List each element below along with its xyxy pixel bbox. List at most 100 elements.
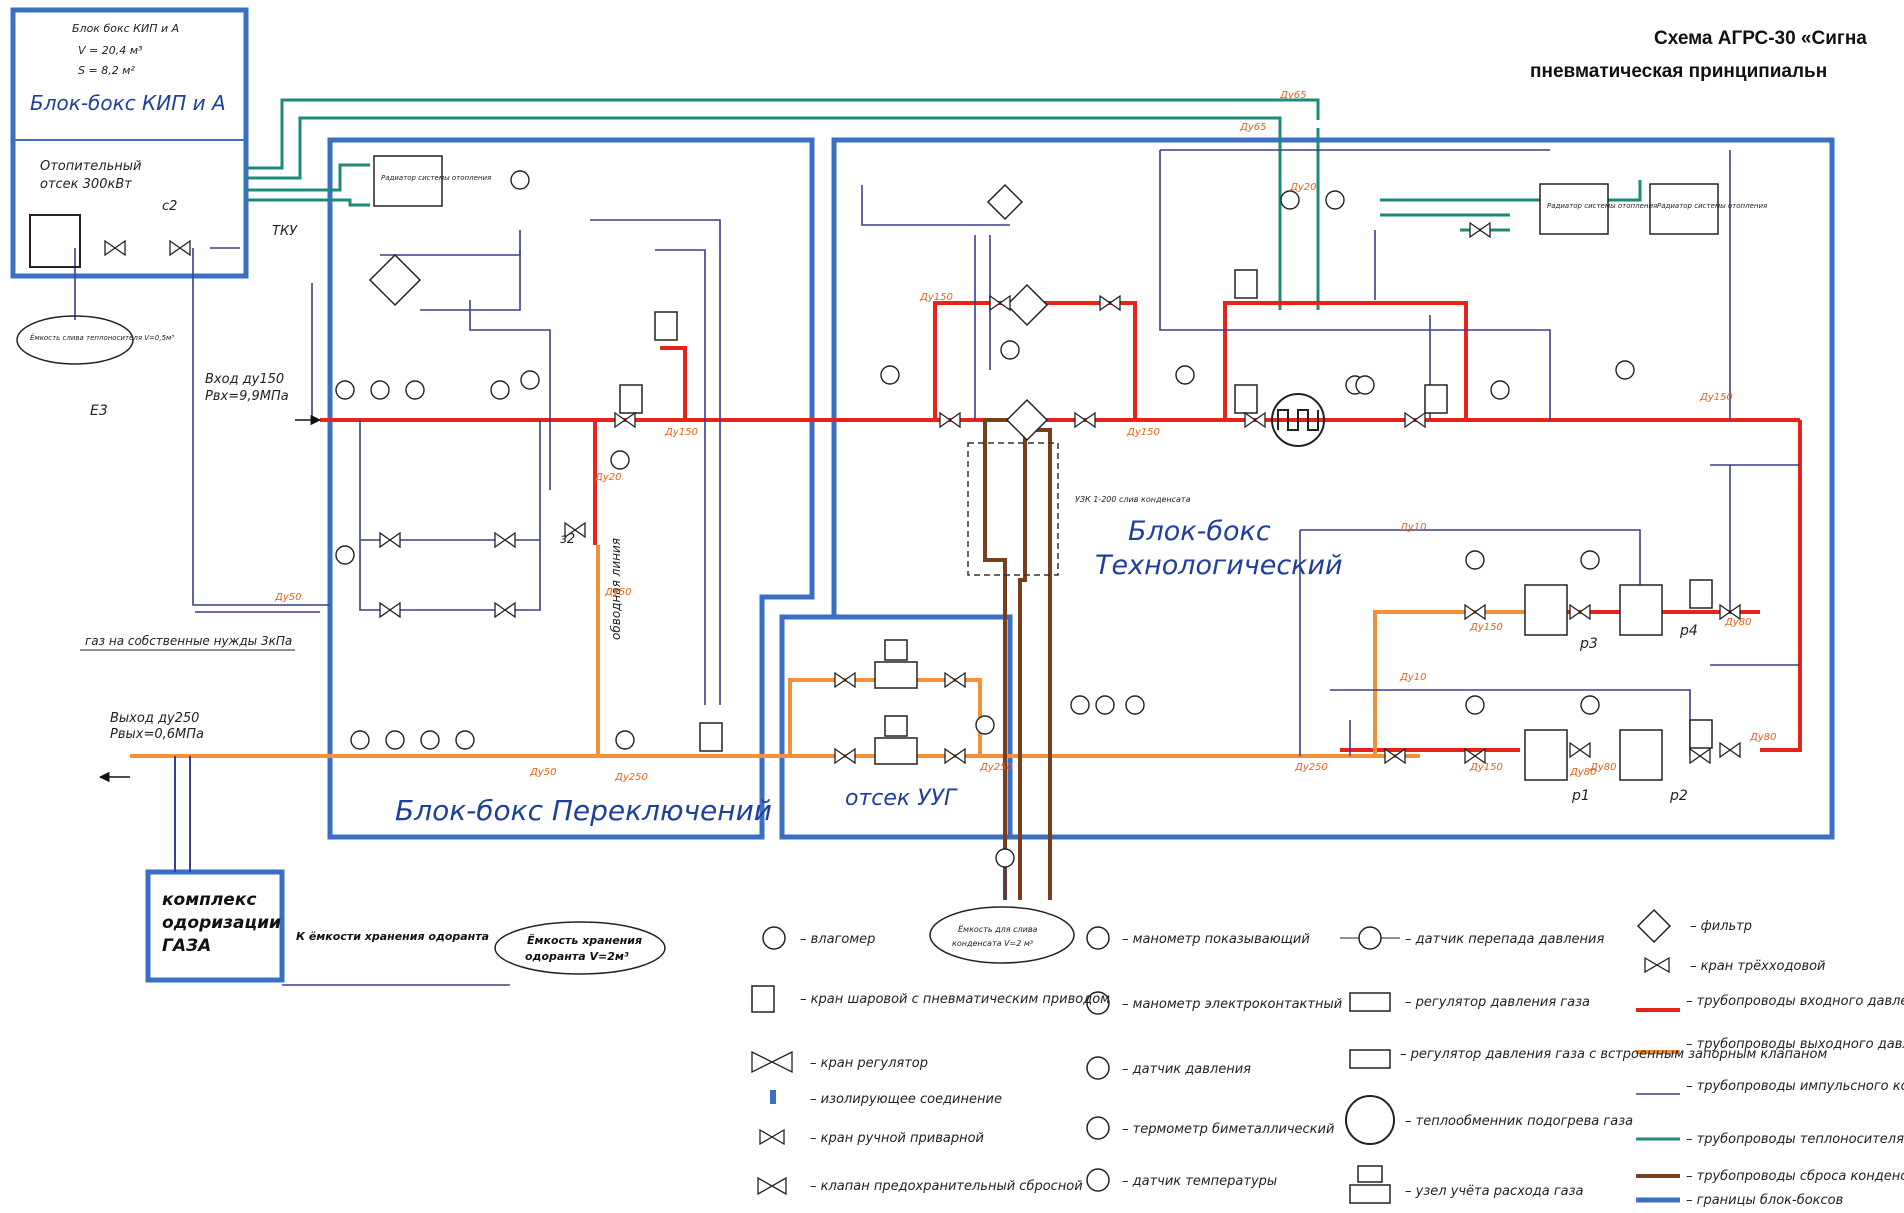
c2-label: с2 [162, 199, 177, 214]
radiator-2-label: Радиатор системы отопления [1547, 202, 1657, 210]
diff-pressure-icon [1358, 926, 1382, 950]
legend-col1-5: – клапан предохранительный сбросной [810, 1179, 1083, 1194]
valve-26 [1469, 221, 1491, 239]
instrument-22 [1580, 695, 1600, 715]
switch-box-boundary [327, 137, 815, 840]
legend-col1-0: – влагомер [800, 932, 875, 947]
block-boundaries [10, 7, 1835, 983]
instrument-6 [385, 730, 405, 750]
heat-lines [246, 98, 1642, 310]
title-line-2: пневматическая принципиальн [1530, 61, 1827, 82]
dn-label-21: Ду80 [1569, 767, 1596, 778]
valve-5 [494, 601, 516, 619]
legend-col2-1: – манометр электроконтактный [1122, 997, 1342, 1012]
odor-tank-line-1: Ёмкость хранения [527, 933, 642, 947]
instrument-12 [1000, 340, 1020, 360]
instrument-18 [1615, 360, 1635, 380]
dn-label-14: Ду20 [1289, 182, 1316, 193]
instrument-15 [1325, 190, 1345, 210]
dn-label-19: Ду80 [1589, 762, 1616, 773]
instruments [335, 170, 1635, 868]
instrument-14 [1280, 190, 1300, 210]
legend-col2-3: – термометр биметаллический [1122, 1122, 1334, 1137]
odor-complex-1: комплекс [162, 890, 256, 910]
dn-labels: Ду150Ду150Ду150Ду150Ду150Ду150Ду50Ду50Ду… [274, 90, 1776, 783]
legend-col4-7: – границы блок-боксов [1686, 1193, 1843, 1208]
kip-header-1: Блок бокс КИП и А [72, 22, 179, 35]
insulating-joint-icon [770, 1090, 776, 1104]
heating-line-2: отсек 300кВт [40, 177, 132, 192]
valve-12 [1569, 741, 1591, 759]
dn-label-6: Ду50 [274, 592, 301, 603]
dn-label-8: Ду50 [604, 587, 631, 598]
legend: – влагомер – кран шаровой с пневматическ… [751, 908, 1904, 1208]
cond-tank-line-1: Ёмкость для слива [958, 924, 1038, 934]
legend-col2-4: – датчик температуры [1122, 1174, 1277, 1189]
actuator-valve-icon [751, 985, 775, 1013]
manual-valve-icon [759, 1128, 785, 1146]
valve-23 [1689, 747, 1711, 765]
uug-box-boundary [779, 614, 1013, 840]
valves [104, 221, 1741, 765]
instrument-7 [420, 730, 440, 750]
valve-6 [939, 411, 961, 429]
legend-col3-4: – узел учёта расхода газа [1405, 1184, 1584, 1199]
dn-label-17: Ду80 [1724, 617, 1751, 628]
instrument-2 [405, 380, 425, 400]
valve-0 [104, 239, 126, 257]
instrument-19 [1465, 550, 1485, 570]
legend-col2-2: – датчик давления [1122, 1062, 1251, 1077]
valve-14 [989, 294, 1011, 312]
legend-col4-5: – трубопроводы теплоносителя [1686, 1132, 1904, 1147]
valve-13 [1719, 741, 1741, 759]
legend-col3-2: – регулятор давления газа с встроенным з… [1400, 1047, 1827, 1062]
radiator-1-label: Радиатор системы отопления [381, 174, 491, 182]
instrument-25 [1125, 695, 1145, 715]
valve-19 [944, 747, 966, 765]
instrument-10 [615, 730, 635, 750]
instrument-3 [490, 380, 510, 400]
thermometer-icon [1086, 1116, 1110, 1140]
impulse-lines [74, 149, 1800, 986]
regulators [1524, 584, 1663, 781]
legend-col1-2: – кран регулятор [810, 1056, 928, 1071]
instrument-21 [1465, 695, 1485, 715]
actuator-valves [619, 269, 1713, 752]
valve-2 [379, 531, 401, 549]
coolant-tank-label: Ёмкость слива теплоносителя V=0,5м³ [30, 333, 174, 342]
instrument-23 [1070, 695, 1090, 715]
valve-16 [834, 671, 856, 689]
instrument-28 [510, 170, 530, 190]
pressure-sensor-icon [1086, 1056, 1110, 1080]
odor-box-boundary [145, 869, 285, 983]
valve-1 [169, 239, 191, 257]
safety-valve-icon [757, 1176, 787, 1196]
kip-header-2: V = 20,4 м³ [78, 44, 143, 57]
valve-7 [1074, 411, 1096, 429]
three-way-valve-icon [1644, 956, 1670, 974]
uug-box-name: отсек УУГ [845, 786, 958, 811]
valve-10 [1569, 603, 1591, 621]
legend-col3-0: – датчик перепада давления [1405, 932, 1604, 947]
legend-col4-4: – трубопроводы импульсного командного га… [1686, 1079, 1904, 1094]
moisture-meter-icon [762, 926, 786, 950]
uug-meters [874, 639, 918, 765]
manometer-icon [1086, 926, 1110, 950]
radiator-3-label: Радиатор системы отопления [1657, 202, 1767, 210]
condensate-lines [983, 418, 1052, 900]
legend-col3-1: – регулятор давления газа [1405, 995, 1590, 1010]
dn-label-13: Ду65 [1239, 122, 1266, 133]
legend-col1-4: – кран ручной приварной [810, 1131, 984, 1146]
odor-complex-2: одоризации [162, 913, 281, 933]
valve-20 [1464, 603, 1486, 621]
cond-tank [929, 906, 1075, 964]
instrument-17 [1490, 380, 1510, 400]
dn-label-11: Ду250 [614, 772, 648, 783]
reg-p3: р3 [1579, 636, 1598, 652]
instrument-24 [1095, 695, 1115, 715]
instrument-27 [995, 848, 1015, 868]
dn-label-15: Ду10 [1399, 522, 1426, 533]
valve-4 [379, 601, 401, 619]
filter-icon [1636, 908, 1672, 944]
legend-col4-0: – фильтр [1690, 919, 1752, 934]
